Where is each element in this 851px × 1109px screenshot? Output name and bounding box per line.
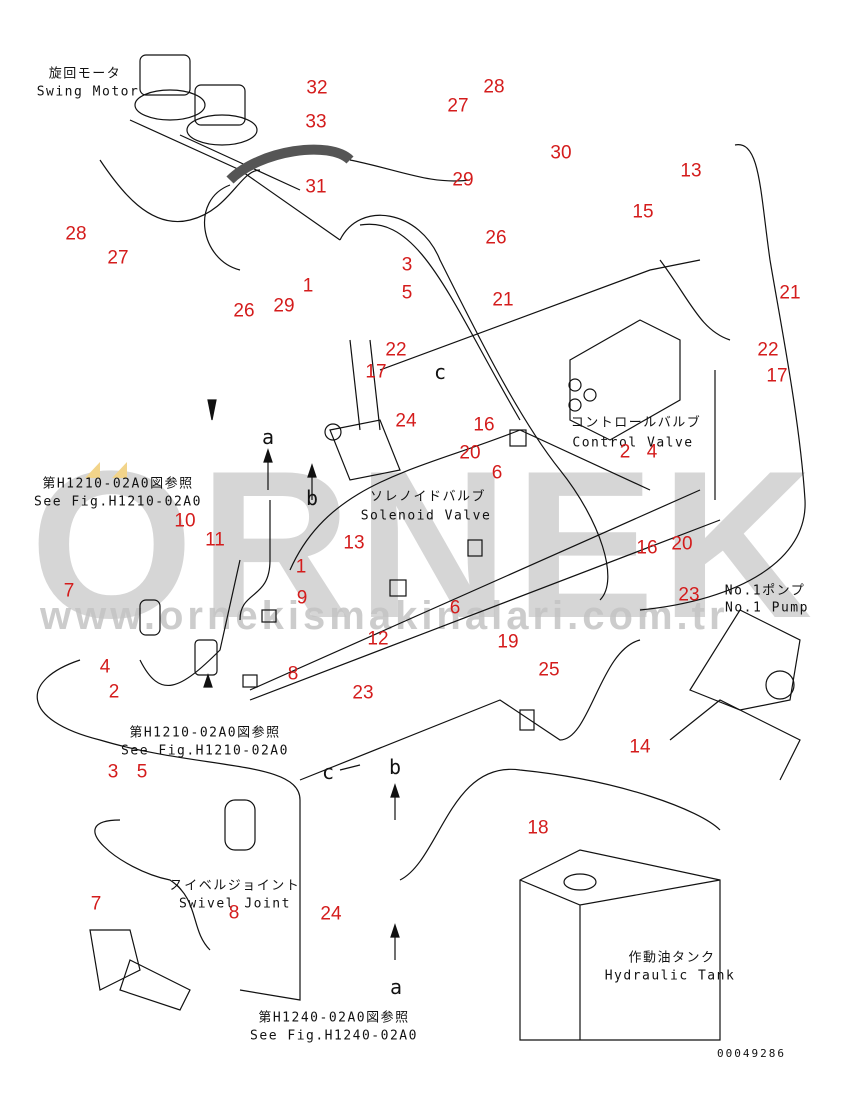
part-callout: 30 — [550, 142, 572, 164]
part-callout: 22 — [757, 339, 779, 361]
solenoid-valve-label: Solenoid Valve — [360, 508, 492, 524]
part-callout: 13 — [343, 532, 365, 554]
reference-label: See Fig.H1240-02A0 — [250, 1028, 418, 1044]
part-callout: 27 — [447, 95, 469, 117]
connection-letter: c — [433, 360, 447, 384]
part-callout: 1 — [295, 556, 307, 578]
part-callout: 9 — [296, 587, 308, 609]
part-callout: 29 — [273, 295, 295, 317]
control-valve-label-jp: コントロールバルブ — [570, 415, 702, 431]
part-callout: 25 — [538, 659, 560, 681]
part-callout: 4 — [99, 656, 111, 678]
part-callout: 26 — [485, 227, 507, 249]
solenoid-valve-label-jp: ソレノイドバルブ — [369, 489, 487, 505]
part-callout: 3 — [401, 254, 413, 276]
hydraulic-tank-label: Hydraulic Tank — [604, 968, 736, 984]
part-callout: 12 — [367, 628, 389, 650]
part-callout: 32 — [306, 77, 328, 99]
part-callout: 2 — [108, 681, 120, 703]
part-callout: 1 — [302, 275, 314, 297]
part-callout: 13 — [680, 160, 702, 182]
part-callout: 2 — [619, 441, 631, 463]
reference-label: See Fig.H1210-02A0 — [34, 494, 202, 510]
pump-label: No.1 Pump — [725, 600, 809, 616]
connection-letter: a — [261, 425, 275, 449]
part-callout: 23 — [352, 682, 374, 704]
reference-label: See Fig.H1210-02A0 — [121, 743, 289, 759]
part-callout: 15 — [632, 201, 654, 223]
part-callout: 7 — [63, 580, 75, 602]
pump-illustration — [689, 609, 801, 711]
part-callout: 28 — [483, 76, 505, 98]
part-callout: 8 — [287, 663, 299, 685]
part-callout: 6 — [449, 597, 461, 619]
part-callout: 19 — [497, 631, 519, 653]
part-callout: 22 — [385, 339, 407, 361]
reference-label-jp: 第H1240-02A0図参照 — [258, 1010, 410, 1026]
part-callout: 7 — [90, 893, 102, 915]
part-callout: 20 — [671, 533, 693, 555]
swivel-joint-label: Swivel Joint — [179, 896, 291, 912]
part-callout: 29 — [452, 169, 474, 191]
part-callout: 16 — [636, 537, 658, 559]
part-callout: 3 — [107, 761, 119, 783]
part-callout: 6 — [491, 462, 503, 484]
connection-letter: a — [389, 975, 403, 999]
reference-label-jp: 第H1210-02A0図参照 — [129, 725, 281, 741]
part-callout: 4 — [646, 441, 658, 463]
part-callout: 8 — [228, 902, 240, 924]
part-callout: 26 — [233, 300, 255, 322]
swing-motor-label-jp: 旋回モータ — [48, 66, 122, 82]
swing-motor-label: Swing Motor — [36, 84, 140, 100]
connection-letter: c — [321, 760, 335, 784]
part-callout: 5 — [136, 761, 148, 783]
part-callout: 23 — [678, 584, 700, 606]
part-callout: 21 — [492, 289, 514, 311]
drawing-number: 00049286 — [717, 1047, 786, 1060]
part-callout: 18 — [527, 817, 549, 839]
connection-letter: b — [388, 755, 402, 779]
hydraulic-tank-illustration — [519, 849, 721, 1041]
part-callout: 20 — [459, 442, 481, 464]
part-callout: 27 — [107, 247, 129, 269]
part-callout: 33 — [305, 111, 327, 133]
part-callout: 11 — [205, 529, 225, 551]
part-callout: 5 — [401, 282, 413, 304]
part-callout: 10 — [174, 510, 196, 532]
part-callout: 21 — [779, 282, 801, 304]
part-callout: 16 — [473, 414, 495, 436]
swivel-joint-label-jp: スイベルジョイント — [169, 878, 301, 894]
hydraulic-tank-label-jp: 作動油タンク — [628, 950, 716, 966]
part-callout: 24 — [320, 903, 342, 925]
swivel-joint-illustration — [224, 799, 256, 851]
part-callout: 24 — [395, 410, 417, 432]
control-valve-illustration — [568, 319, 681, 441]
pump-label-jp: No.1ポンプ — [724, 583, 806, 599]
control-valve-label: Control Valve — [572, 435, 694, 451]
part-callout: 17 — [766, 365, 788, 387]
part-callout: 31 — [305, 176, 327, 198]
connection-letter: b — [305, 486, 319, 510]
part-callout: 14 — [629, 736, 651, 758]
reference-label-jp: 第H1210-02A0図参照 — [42, 476, 194, 492]
part-callout: 17 — [365, 361, 387, 383]
part-callout: 28 — [65, 223, 87, 245]
solenoid-valve-illustration — [324, 419, 401, 481]
watermark-url: www.ornekismakinalari.com.tr — [40, 594, 729, 638]
